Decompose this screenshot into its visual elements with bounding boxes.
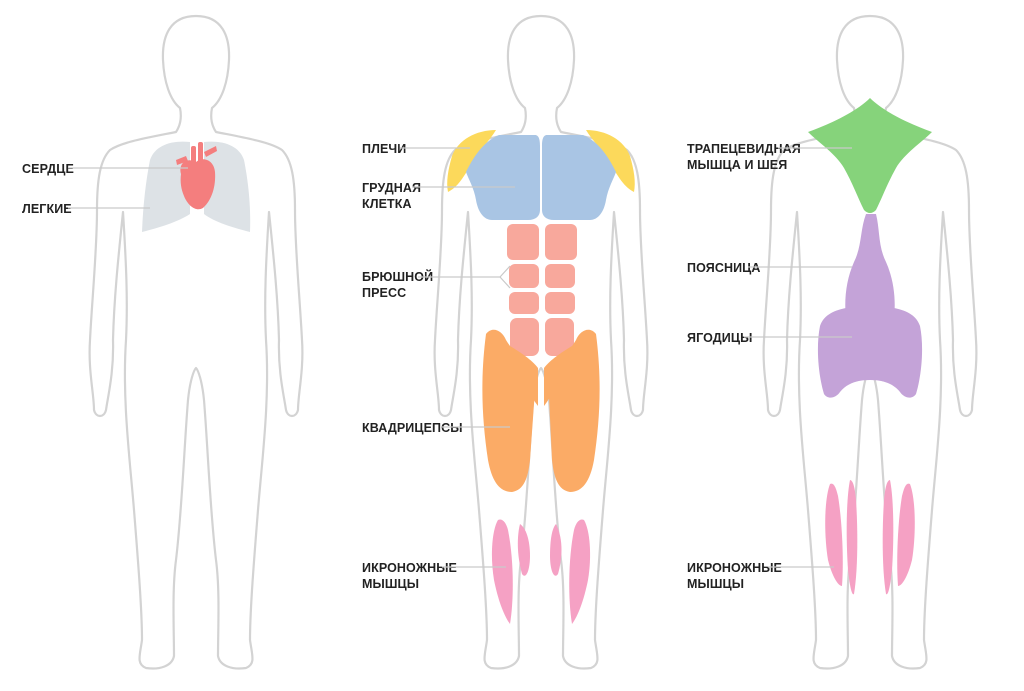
calf-muscle-back-left-a: [825, 483, 843, 586]
calf-muscle-front-left-b: [517, 524, 530, 576]
label-calves-back-line1: ИКРОНОЖНЫЕ: [687, 561, 782, 575]
abs-muscle-group: [507, 224, 577, 356]
body-outline-front-muscles: [433, 14, 649, 670]
chest-muscle-left: [466, 135, 540, 220]
label-traps-line2: МЫШЦА И ШЕЯ: [687, 158, 787, 172]
lower-back-muscle: [845, 214, 895, 318]
figure-front-muscles: ПЛЕЧИ ГРУДНАЯ КЛЕТКА БРЮШНОЙ ПРЕСС КВАДР…: [362, 14, 649, 670]
leader-abs: [418, 265, 511, 289]
label-shoulders: ПЛЕЧИ: [362, 142, 406, 156]
label-calves-back-line2: МЫШЦЫ: [687, 577, 744, 591]
chest-muscle-right: [542, 135, 616, 220]
quadricep-inner-right: [544, 346, 572, 406]
label-calves-front-line1: ИКРОНОЖНЫЕ: [362, 561, 457, 575]
trapezius-muscle: [808, 98, 932, 213]
calf-muscle-front-left-a: [491, 519, 513, 624]
calf-muscle-front-right-b: [550, 524, 562, 576]
calf-muscle-back-right-a: [897, 483, 915, 586]
label-traps-line1: ТРАПЕЦЕВИДНАЯ: [687, 142, 801, 156]
body-outline-front-organs: [88, 14, 304, 670]
label-lungs: ЛЕГКИЕ: [22, 202, 72, 216]
label-calves-front-line2: МЫШЦЫ: [362, 577, 419, 591]
calf-muscle-front-right-a: [569, 519, 591, 624]
calf-muscle-back-right-b: [882, 480, 894, 595]
figure-back-muscles: ТРАПЕЦЕВИДНАЯ МЫШЦА И ШЕЯ ПОЯСНИЦА ЯГОДИ…: [687, 14, 978, 670]
label-chest-line1: ГРУДНАЯ: [362, 181, 421, 195]
figure-organs: СЕРДЦЕ ЛЕГКИЕ: [22, 14, 304, 670]
label-abs-line2: ПРЕСС: [362, 286, 406, 300]
calf-muscle-back-left-b: [846, 480, 858, 595]
lungs-shape-right: [204, 141, 251, 232]
label-glutes: ЯГОДИЦЫ: [687, 331, 752, 345]
label-lower-back: ПОЯСНИЦА: [687, 261, 761, 275]
label-quads: КВАДРИЦЕПСЫ: [362, 421, 463, 435]
label-heart: СЕРДЦЕ: [22, 162, 74, 176]
glutes-muscle: [817, 308, 923, 398]
heart-shape: [176, 142, 217, 210]
label-chest-line2: КЛЕТКА: [362, 197, 412, 211]
label-abs-line1: БРЮШНОЙ: [362, 269, 433, 284]
quadricep-inner-left: [510, 346, 538, 406]
